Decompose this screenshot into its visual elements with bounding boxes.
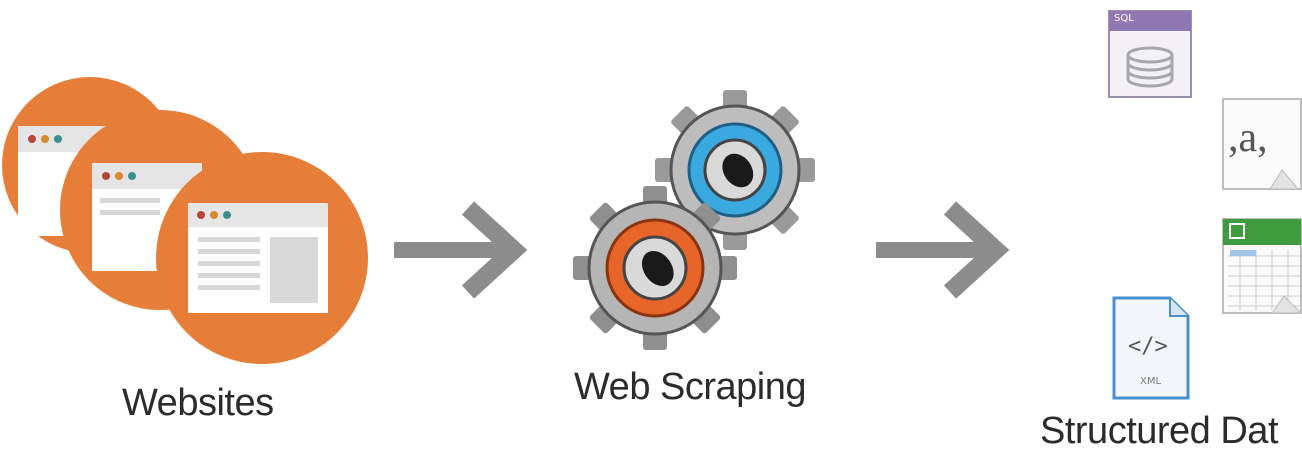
- sql-icon-label: SQL: [1114, 13, 1134, 24]
- gear-orange-icon: [573, 186, 737, 350]
- spreadsheet-icon: [1222, 218, 1302, 314]
- website-circle-front: [156, 152, 368, 364]
- structured-data-group: SQL ,a, </: [1030, 0, 1302, 452]
- gears-icon: [573, 90, 815, 350]
- arrow-right-icon: [394, 201, 528, 299]
- sql-database-icon: SQL: [1108, 10, 1192, 98]
- xml-file-icon: </> XML: [1112, 296, 1190, 400]
- web-scraping-label: Web Scraping: [574, 366, 806, 408]
- csv-file-icon: ,a,: [1222, 98, 1302, 190]
- websites-illustration: [2, 77, 368, 364]
- structured-data-label: Structured Dat: [1040, 410, 1279, 452]
- websites-label: Websites: [122, 382, 274, 424]
- web-scraping-group: Web Scraping: [560, 90, 840, 430]
- websites-group: Websites: [0, 0, 380, 451]
- arrow-right-icon-2: [876, 201, 1010, 299]
- xml-icon-label: XML: [1140, 376, 1162, 387]
- gear-blue-icon: [655, 90, 815, 250]
- csv-icon-text: ,a,: [1228, 115, 1268, 161]
- xml-tag-text: </>: [1128, 334, 1168, 359]
